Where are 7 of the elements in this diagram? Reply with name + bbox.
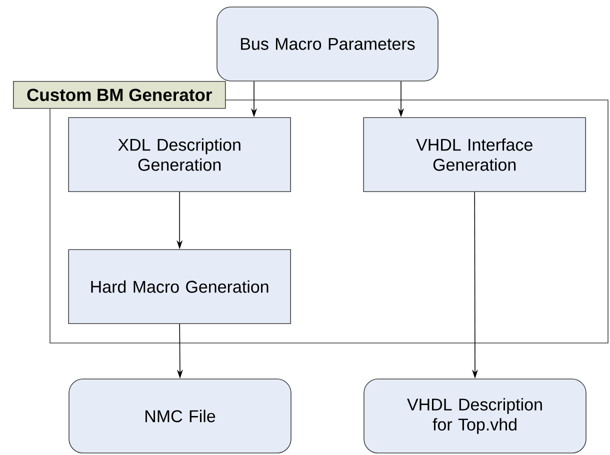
process-box: VHDL Interface Generation: [363, 117, 586, 192]
rounded-box: NMC File: [68, 378, 292, 454]
rounded-box: VHDL Description for Top.vhd: [364, 378, 586, 454]
rounded-box: Bus Macro Parameters: [216, 6, 438, 82]
group-label: Custom BM Generator: [13, 81, 226, 109]
process-box: Hard Macro Generation: [68, 249, 291, 324]
process-box: XDL Description Generation: [68, 117, 291, 192]
